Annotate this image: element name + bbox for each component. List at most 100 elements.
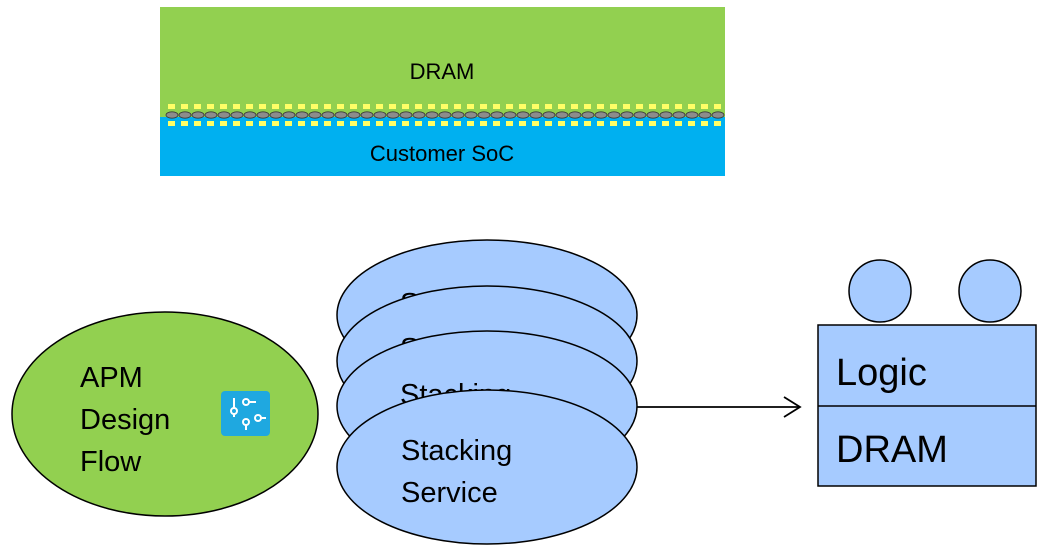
bump-pad-top	[415, 104, 422, 109]
bump-pad-top	[545, 104, 552, 109]
bump-pad-bottom	[168, 121, 175, 126]
bump-pad-top	[662, 104, 669, 109]
bump-ball	[399, 111, 413, 119]
dram-layer-label: DRAM	[410, 59, 475, 84]
design-flow-label-line-1: APM	[80, 362, 143, 394]
bump-ball	[685, 111, 699, 119]
bump-ball	[412, 111, 426, 119]
bump-ball	[711, 111, 725, 119]
bump-pad-top	[714, 104, 721, 109]
bump-pad-top	[298, 104, 305, 109]
stacking-service-ellipse	[336, 389, 638, 545]
bump-pad-top	[285, 104, 292, 109]
bump-pad-top	[584, 104, 591, 109]
bump-pad-top	[675, 104, 682, 109]
bump-pad-bottom	[285, 121, 292, 126]
bump-pad-top	[233, 104, 240, 109]
bump-pad-top	[402, 104, 409, 109]
bump-pad-bottom	[311, 121, 318, 126]
bump-ball	[204, 111, 218, 119]
bump-ball	[503, 111, 517, 119]
bump-ball	[659, 111, 673, 119]
micro-bump-row	[165, 104, 725, 126]
dram-layer-result-label: DRAM	[836, 429, 948, 471]
apm-design-flow: APM Design Flow	[11, 311, 319, 517]
bump-pad-bottom	[194, 121, 201, 126]
bump-pad-bottom	[467, 121, 474, 126]
bump-pad-bottom	[337, 121, 344, 126]
bump-pad-top	[441, 104, 448, 109]
bump-ball	[243, 111, 257, 119]
bump-ball	[542, 111, 556, 119]
bump-pad-bottom	[233, 121, 240, 126]
bump-ball	[633, 111, 647, 119]
bump-ball	[438, 111, 452, 119]
bump-pad-top	[428, 104, 435, 109]
bump-ball	[555, 111, 569, 119]
bump-ball	[230, 111, 244, 119]
bump-pad-top	[571, 104, 578, 109]
bump-pad-bottom	[389, 121, 396, 126]
bump-pad-top	[324, 104, 331, 109]
bump-pad-bottom	[688, 121, 695, 126]
bump-ball	[191, 111, 205, 119]
bump-pad-bottom	[506, 121, 513, 126]
bump-ball	[646, 111, 660, 119]
bump-pad-bottom	[220, 121, 227, 126]
bump-ball	[334, 111, 348, 119]
bump-pad-top	[272, 104, 279, 109]
bump-pad-top	[259, 104, 266, 109]
bump-pad-bottom	[545, 121, 552, 126]
bump-ball	[217, 111, 231, 119]
bump-pad-top	[688, 104, 695, 109]
bump-pad-bottom	[558, 121, 565, 126]
bump-pad-bottom	[207, 121, 214, 126]
bump-ball	[386, 111, 400, 119]
bump-pad-bottom	[402, 121, 409, 126]
bump-pad-bottom	[181, 121, 188, 126]
bump-pad-bottom	[428, 121, 435, 126]
bump-pad-bottom	[376, 121, 383, 126]
bump-ball	[295, 111, 309, 119]
bump-pad-top	[311, 104, 318, 109]
bump-pad-bottom	[272, 121, 279, 126]
bump-pad-top	[701, 104, 708, 109]
stacking-service-label-line-2: Service	[401, 477, 498, 509]
bump-ball	[308, 111, 322, 119]
bump-pad-top	[389, 104, 396, 109]
bump-pad-bottom	[649, 121, 656, 126]
bump-pad-bottom	[571, 121, 578, 126]
soc-layer	[160, 117, 725, 176]
bump-pad-top	[506, 104, 513, 109]
bump-pad-top	[337, 104, 344, 109]
bump-pad-top	[246, 104, 253, 109]
bump-pad-bottom	[610, 121, 617, 126]
bump-ball	[256, 111, 270, 119]
bump-ball	[568, 111, 582, 119]
bump-pad-top	[623, 104, 630, 109]
bump-ball	[321, 111, 335, 119]
bump-ball	[464, 111, 478, 119]
bump-ball	[360, 111, 374, 119]
bump-pad-bottom	[623, 121, 630, 126]
bump-pad-top	[493, 104, 500, 109]
bump-pad-bottom	[636, 121, 643, 126]
bump-pad-bottom	[493, 121, 500, 126]
bump-pad-top	[168, 104, 175, 109]
bump-pad-top	[467, 104, 474, 109]
bump-pad-bottom	[246, 121, 253, 126]
bump-pad-top	[558, 104, 565, 109]
bump-pad-bottom	[662, 121, 669, 126]
bump-pad-bottom	[350, 121, 357, 126]
bump-pad-top	[636, 104, 643, 109]
bump-ball-left	[848, 259, 912, 323]
bump-ball	[451, 111, 465, 119]
bump-pad-top	[597, 104, 604, 109]
bump-pad-top	[454, 104, 461, 109]
bump-pad-top	[350, 104, 357, 109]
design-flow-label-line-3: Flow	[80, 446, 142, 478]
bump-ball	[581, 111, 595, 119]
bump-pad-bottom	[675, 121, 682, 126]
bump-pad-top	[610, 104, 617, 109]
